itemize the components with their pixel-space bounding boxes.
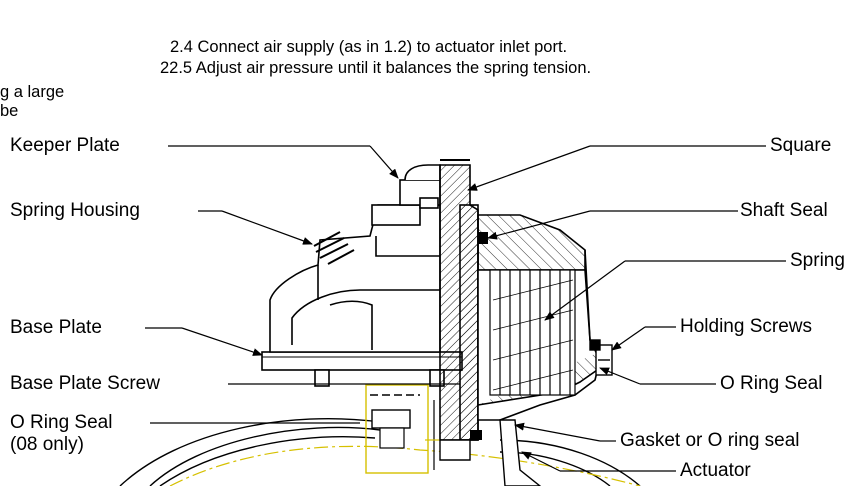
label-holding-screws: Holding Screws [680, 316, 812, 337]
centreline [169, 445, 641, 486]
label-08-only-note: (08 only) [10, 434, 84, 455]
label-square: Square [770, 135, 832, 156]
label-spring-housing: Spring Housing [10, 200, 140, 221]
base-plate-screw-area [365, 384, 440, 474]
actuator-stub [439, 419, 542, 486]
shaft-seal [470, 232, 488, 440]
grip-marks [313, 231, 355, 265]
base-plate [261, 351, 463, 387]
label-o-ring-seal-08: O Ring Seal [10, 412, 113, 433]
spring-coils [489, 269, 576, 396]
central-shaft [439, 159, 479, 441]
label-base-plate-screw: Base Plate Screw [10, 373, 160, 394]
instruction-step-2-4: 2.4 Connect air supply (as in 1.2) to ac… [170, 38, 568, 56]
leader-lines-right [467, 145, 786, 472]
label-keeper-plate: Keeper Plate [10, 135, 120, 156]
cut-off-text-line-1: g a large [0, 83, 65, 101]
label-shaft-seal: Shaft Seal [740, 200, 828, 221]
label-o-ring-seal: O Ring Seal [720, 373, 823, 394]
leader-lines-left [145, 145, 460, 424]
label-actuator: Actuator [680, 460, 751, 481]
instruction-step-22-5: 22.5 Adjust air pressure until it balanc… [160, 59, 592, 77]
spring-housing-exterior [269, 164, 441, 353]
label-gasket-or-o-ring-seal: Gasket or O ring seal [620, 430, 800, 451]
cut-off-text-line-2: be [0, 102, 19, 120]
label-base-plate: Base Plate [10, 317, 102, 338]
label-spring: Spring [790, 250, 845, 271]
